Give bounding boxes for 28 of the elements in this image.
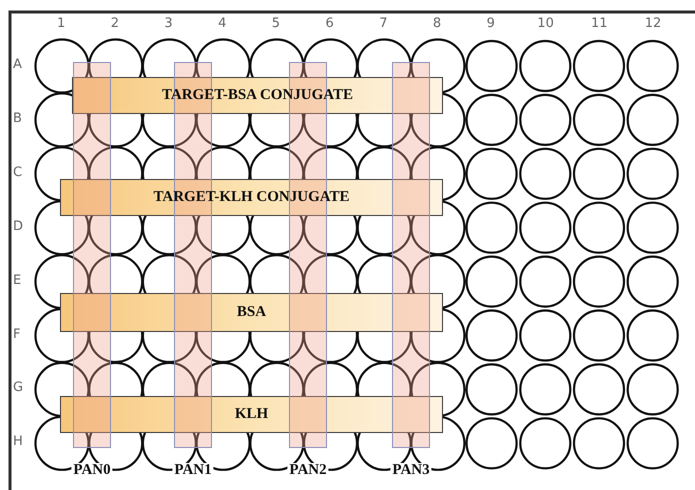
coating-band [72, 77, 443, 114]
row-letter: E [13, 272, 22, 288]
column-number: 8 [432, 16, 442, 31]
band-label: KLH [234, 406, 268, 423]
column-number: 5 [272, 16, 280, 31]
row-letter: A [13, 57, 22, 72]
column-number: 10 [537, 16, 554, 31]
coating-band [60, 293, 443, 332]
column-number: 12 [644, 16, 662, 31]
column-number: 9 [486, 16, 495, 31]
row-letter: B [13, 110, 22, 126]
row-letter: C [13, 164, 22, 180]
column-number: 6 [326, 16, 334, 31]
band-label: TARGET-BSA CONJUGATE [162, 87, 353, 104]
row-letter: F [13, 326, 20, 342]
row-letter: H [13, 434, 23, 450]
row-letter: G [13, 380, 24, 396]
band-label: TARGET-KLH CONJUGATE [153, 189, 350, 206]
band-label: BSA [236, 304, 266, 321]
coating-band [60, 179, 443, 216]
column-number: 11 [591, 16, 608, 31]
column-number: 7 [379, 16, 388, 31]
column-number: 4 [218, 16, 226, 31]
row-letter: D [13, 218, 24, 234]
column-number: 3 [164, 16, 173, 31]
column-number: 1 [57, 16, 66, 31]
column-number: 2 [110, 16, 119, 31]
coating-band [60, 396, 443, 433]
